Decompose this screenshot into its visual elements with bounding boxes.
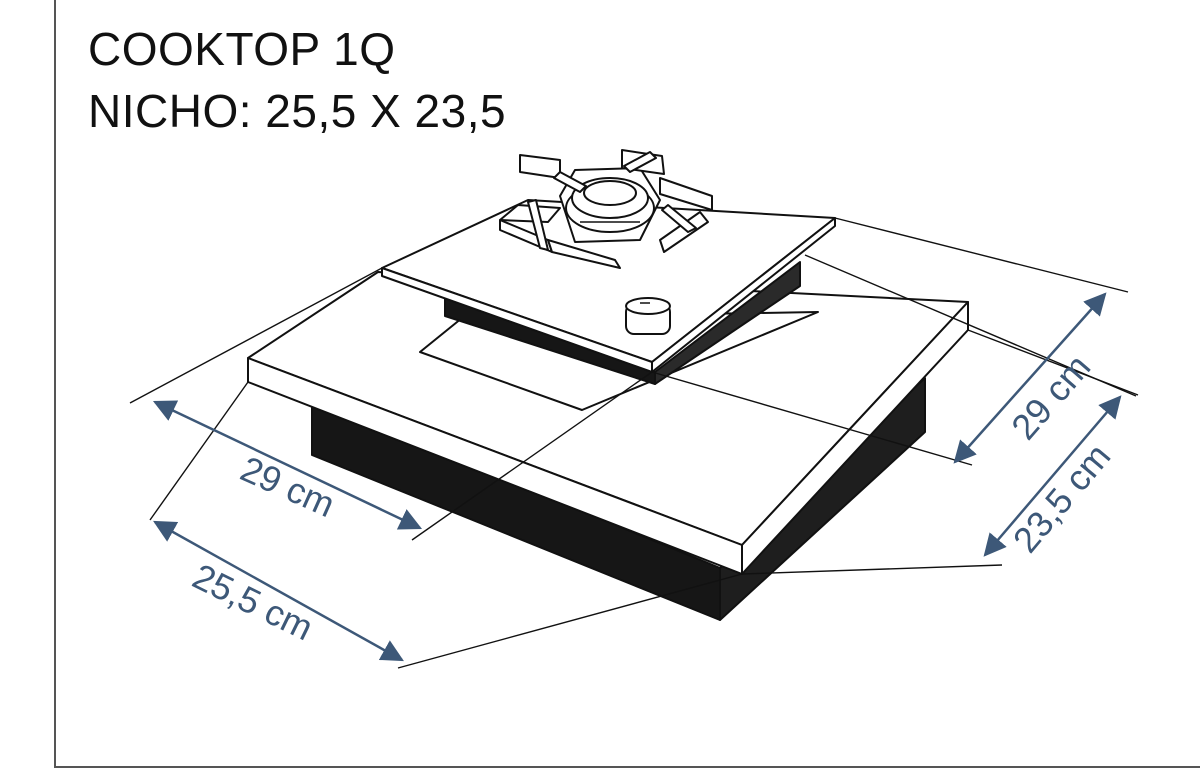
niche-side-dimension: 23,5 cm <box>1005 436 1119 560</box>
control-knob <box>625 297 671 335</box>
cooktop <box>381 149 836 385</box>
cooktop-glass-side-edge <box>651 217 836 373</box>
cooktop-front-arrow <box>152 400 423 530</box>
cooktop-side-arrow <box>953 292 1107 464</box>
cooktop-body-side <box>654 261 801 385</box>
dimension-arrows <box>152 292 1122 662</box>
niche-side-arrow <box>983 395 1122 557</box>
niche-front-arrow <box>153 520 404 662</box>
niche-front-dimension: 25,5 cm <box>186 555 319 648</box>
product-title: COOKTOP 1Q <box>88 23 396 75</box>
niche-size-title: NICHO: 25,5 X 23,5 <box>88 85 507 137</box>
pan-support-grate <box>499 149 713 269</box>
image-frame <box>54 0 1200 768</box>
